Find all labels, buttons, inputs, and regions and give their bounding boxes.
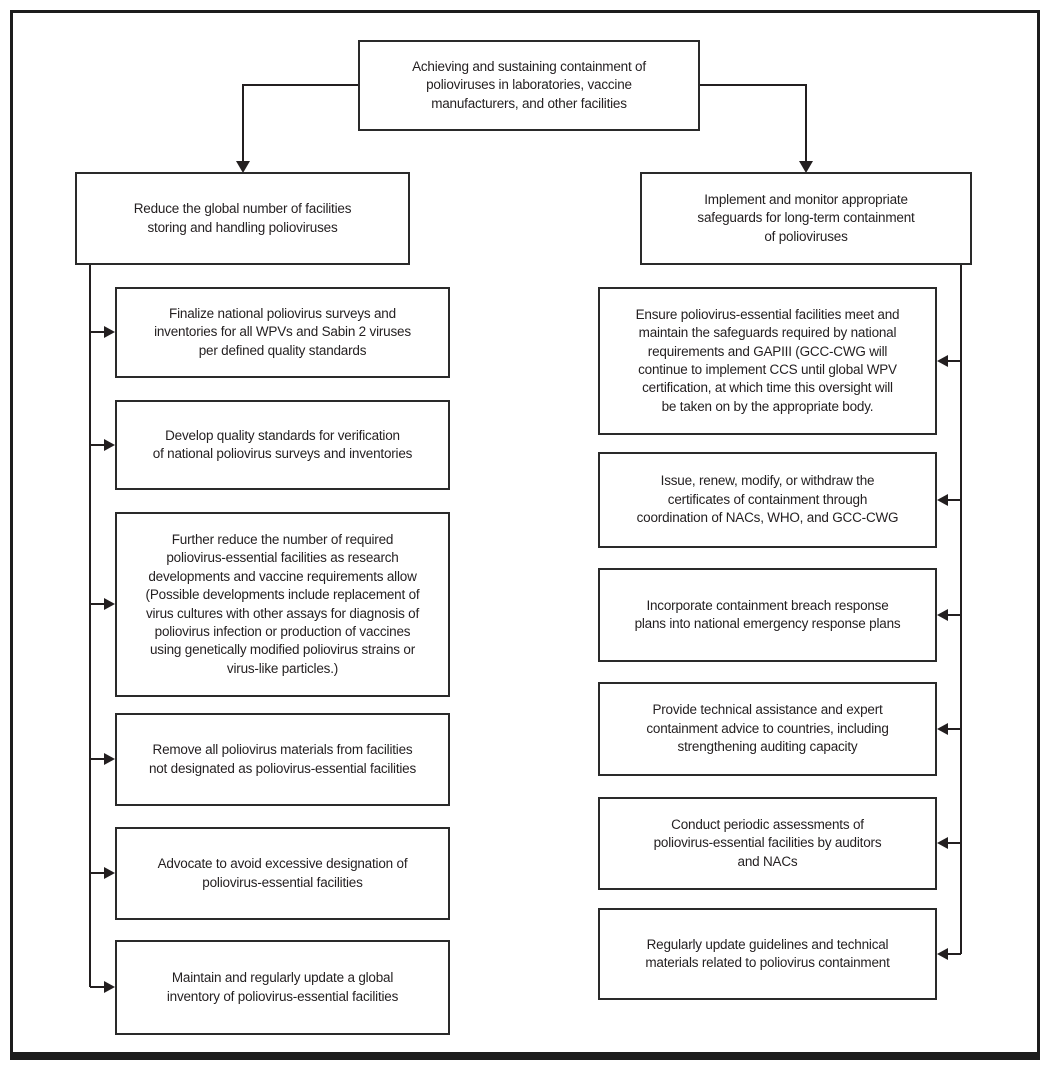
- flow-box-right-item-6: Regularly update guidelines and technica…: [598, 908, 937, 1000]
- flow-box-right-item-3: Incorporate containment breach response …: [598, 568, 937, 662]
- flow-box-left-item-2: Develop quality standards for verificati…: [115, 400, 450, 490]
- flow-box-left-item-1: Finalize national poliovirus surveys and…: [115, 287, 450, 378]
- flow-box-left-item-3: Further reduce the number of required po…: [115, 512, 450, 697]
- flow-box-left-branch-header: Reduce the global number of facilities s…: [75, 172, 410, 265]
- flow-box-root: Achieving and sustaining containment of …: [358, 40, 700, 131]
- flow-box-right-item-1: Ensure poliovirus-essential facilities m…: [598, 287, 937, 435]
- flow-box-right-item-4: Provide technical assistance and expert …: [598, 682, 937, 776]
- flow-box-right-branch-header: Implement and monitor appropriate safegu…: [640, 172, 972, 265]
- flow-box-left-item-5: Advocate to avoid excessive designation …: [115, 827, 450, 920]
- flow-box-left-item-6: Maintain and regularly update a global i…: [115, 940, 450, 1035]
- flow-box-right-item-2: Issue, renew, modify, or withdraw the ce…: [598, 452, 937, 548]
- flow-box-left-item-4: Remove all poliovirus materials from fac…: [115, 713, 450, 806]
- flow-box-right-item-5: Conduct periodic assessments of poliovir…: [598, 797, 937, 890]
